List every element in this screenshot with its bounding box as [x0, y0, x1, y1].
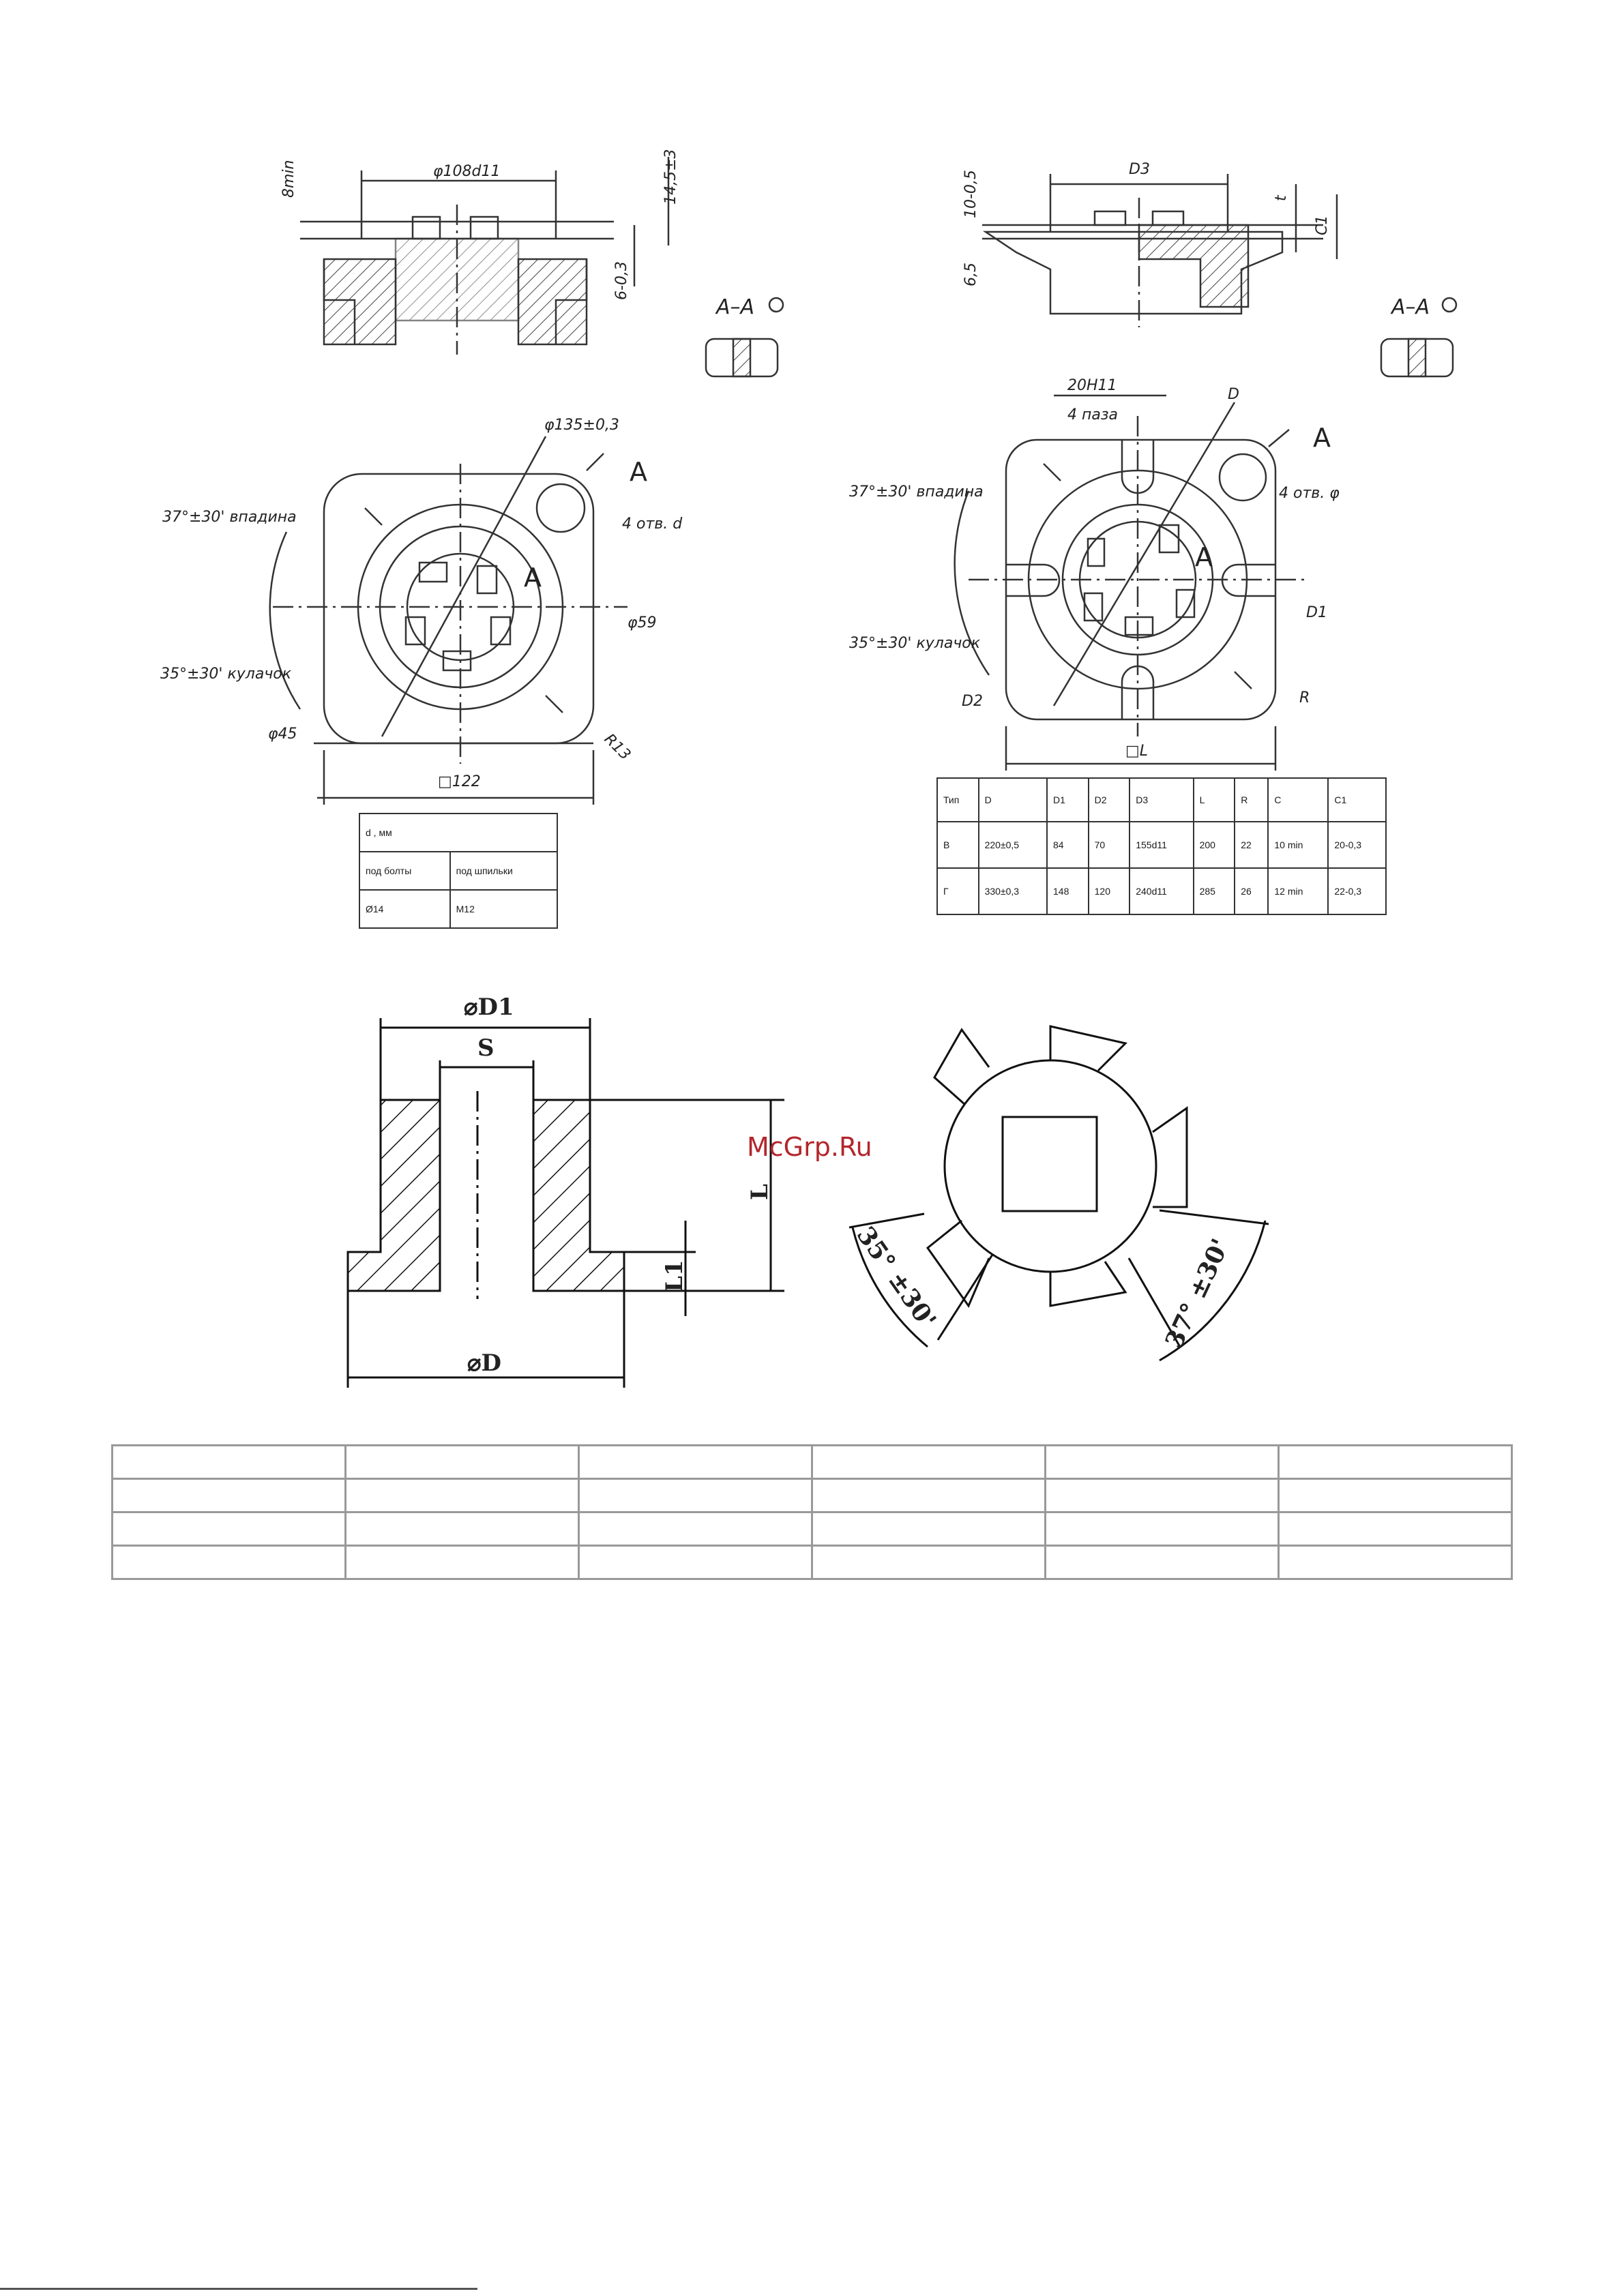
cut-marker-a-3: A — [1313, 423, 1331, 453]
cell: 22-0,3 — [1327, 867, 1387, 915]
dim-cam: 35°±30' кулачок — [160, 666, 292, 683]
dim-phi45: φ45 — [268, 726, 297, 743]
dim-b-min: 8min — [280, 160, 297, 198]
cell: 70 — [1087, 821, 1131, 869]
label-L1: L1 — [661, 1259, 688, 1292]
cell: 20-0,3 — [1327, 821, 1387, 869]
th-L: L — [1192, 777, 1236, 822]
label-D1: ⌀D1 — [464, 994, 514, 1021]
cut-marker-a-4: A — [1195, 542, 1213, 572]
table-row: В 220±0,5 84 70 155d11 200 22 10 min 20-… — [936, 821, 1387, 869]
table-row — [111, 1511, 1513, 1547]
cell: 22 — [1234, 821, 1269, 869]
cell: 26 — [1234, 867, 1269, 915]
dim-six5: 6,5 — [962, 263, 979, 286]
cell: 285 — [1192, 867, 1236, 915]
table-row — [111, 1478, 1513, 1513]
dim-holes: 4 отв. d — [622, 516, 683, 533]
cell: 12 min — [1267, 867, 1329, 915]
fig3-cam-plan — [848, 1025, 1269, 1362]
empty-table — [111, 1444, 1513, 1580]
cell: 120 — [1087, 867, 1131, 915]
fig1-spec-table: d , мм под болты под шпильки Ø14 M12 — [359, 813, 559, 929]
cell: 155d11 — [1129, 821, 1194, 869]
dim-c1: C1 — [1314, 215, 1331, 235]
fig2-section-view — [982, 174, 1458, 378]
cell: 148 — [1046, 867, 1089, 915]
cut-marker-a-1: A — [630, 457, 647, 487]
cell: 220±0,5 — [977, 821, 1048, 869]
dim-phi59: φ59 — [628, 614, 657, 631]
label-S: S — [477, 1034, 494, 1062]
section-label-2: A–A — [1390, 295, 1430, 319]
cell: 200 — [1192, 821, 1236, 869]
th-R: R — [1234, 777, 1269, 822]
fig1-plan-view — [269, 436, 628, 805]
th-D: D — [977, 777, 1048, 822]
table-row — [111, 1444, 1513, 1480]
th-C1: C1 — [1327, 777, 1387, 822]
dim-six: 6-0,3 — [613, 261, 630, 300]
dim-sqL: □L — [1125, 743, 1148, 760]
th-D1: D1 — [1046, 777, 1089, 822]
fig3-bushing-section — [346, 1018, 784, 1388]
footer-divider — [0, 2288, 477, 2290]
dim-phi108: φ108d11 — [433, 163, 500, 180]
dim-t: t — [1273, 194, 1290, 201]
th-C: C — [1267, 777, 1329, 822]
label-angle-37: 37° ±30' — [1160, 1234, 1235, 1353]
dim-hollow: 37°±30' впадина — [162, 509, 297, 526]
table-row — [111, 1545, 1513, 1580]
table-row: Г 330±0,3 148 120 240d11 285 26 12 min 2… — [936, 867, 1387, 915]
cell: 84 — [1046, 821, 1089, 869]
cell: Г — [936, 867, 979, 915]
cut-marker-a-2: A — [524, 563, 542, 593]
fig1-table-header: d , мм — [359, 813, 558, 852]
dim-D1: D1 — [1306, 604, 1327, 621]
dim-slot-width: 20H11 — [1067, 377, 1117, 394]
label-angle-35: 35° ±30' — [851, 1221, 942, 1334]
cell: 330±0,3 — [977, 867, 1048, 915]
cell: В — [936, 821, 979, 869]
dim-R: R — [1299, 689, 1310, 706]
fig1-table-val1: Ø14 — [359, 889, 451, 929]
dim-ten: 10-0,5 — [962, 170, 979, 218]
label-L: L — [746, 1184, 773, 1200]
dim-d3: D3 — [1129, 161, 1150, 178]
dim-holes-2: 4 отв. φ — [1279, 485, 1340, 502]
dim-sq122: □122 — [438, 773, 481, 790]
table-row: Тип D D1 D2 D3 L R C C1 — [936, 777, 1387, 822]
label-D: ⌀D — [467, 1350, 501, 1377]
fig2-spec-table: Тип D D1 D2 D3 L R C C1 В 220±0,5 84 70 … — [936, 777, 1387, 915]
cell: 10 min — [1267, 821, 1329, 869]
section-label-1: A–A — [715, 295, 754, 319]
th-type: Тип — [936, 777, 979, 822]
dim-phi135: φ135±0,3 — [544, 417, 619, 434]
dim-D: D — [1228, 386, 1239, 403]
fig2-plan-view — [954, 394, 1310, 771]
th-D2: D2 — [1087, 777, 1131, 822]
dim-h14: 14,5±3 — [662, 149, 679, 205]
th-D3: D3 — [1129, 777, 1194, 822]
fig1-table-col2: под шпильки — [449, 851, 559, 891]
fig1-section-view — [300, 157, 784, 378]
dim-hollow-2: 37°±30' впадина — [849, 483, 984, 501]
cell: 240d11 — [1129, 867, 1194, 915]
dim-D2: D2 — [962, 693, 983, 710]
dim-r13: R13 — [601, 731, 634, 764]
watermark: McGrp.Ru — [747, 1132, 872, 1162]
dim-cam-2: 35°±30' кулачок — [849, 635, 981, 652]
fig1-table-val2: M12 — [449, 889, 559, 929]
fig1-table-col1: под болты — [359, 851, 451, 891]
dim-slot-count: 4 паза — [1067, 406, 1118, 423]
